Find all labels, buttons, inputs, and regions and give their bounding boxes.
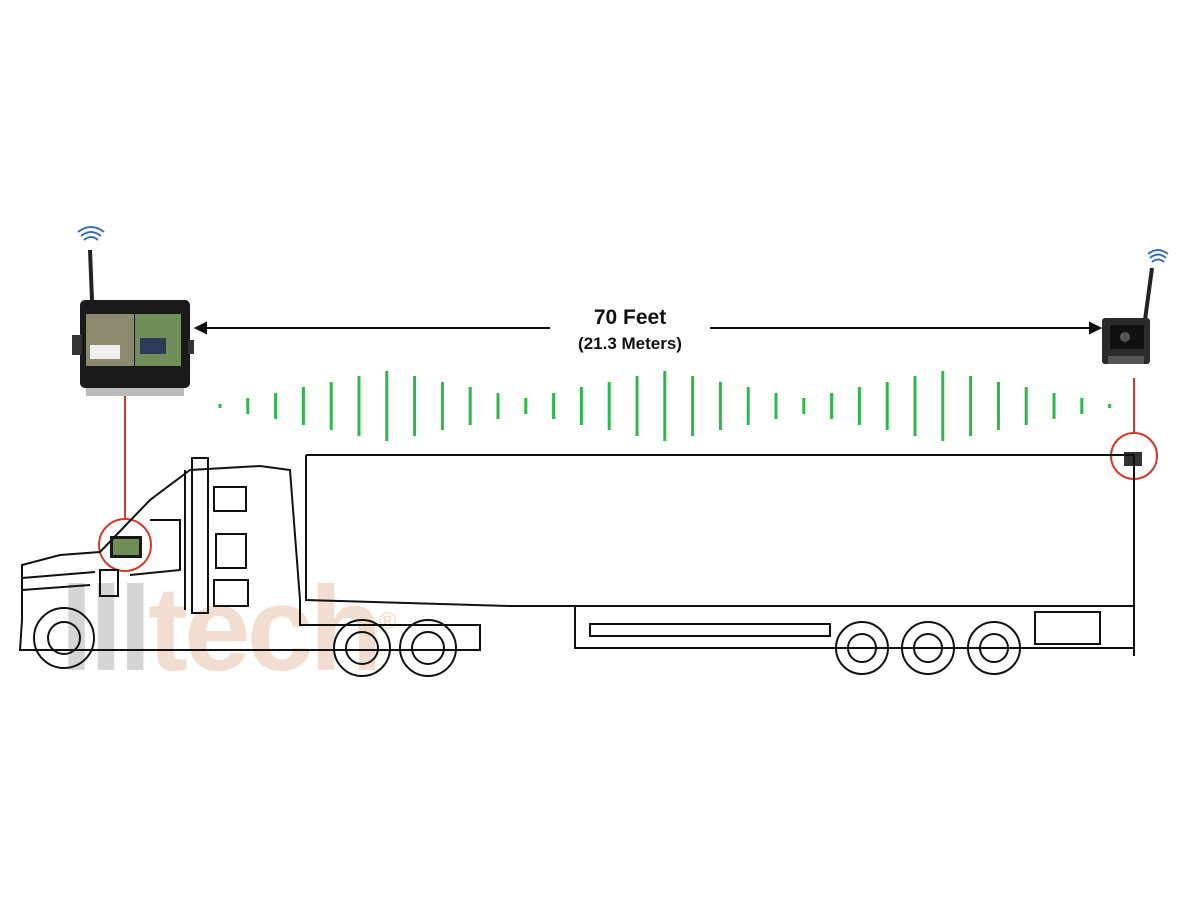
wifi-icon (1147, 249, 1169, 263)
brand-watermark: llltech® (60, 562, 396, 696)
distance-sublabel: (21.3 Meters) (578, 334, 682, 353)
trailer-outline (305, 454, 1135, 675)
tractor-outline (18, 457, 481, 677)
camera-device (1102, 249, 1169, 364)
monitor-device (72, 226, 194, 396)
distance-arrow (193, 321, 1103, 335)
signal-bars (218, 371, 1112, 441)
wifi-icon (77, 226, 105, 241)
distance-label: 70 Feet (593, 306, 667, 329)
